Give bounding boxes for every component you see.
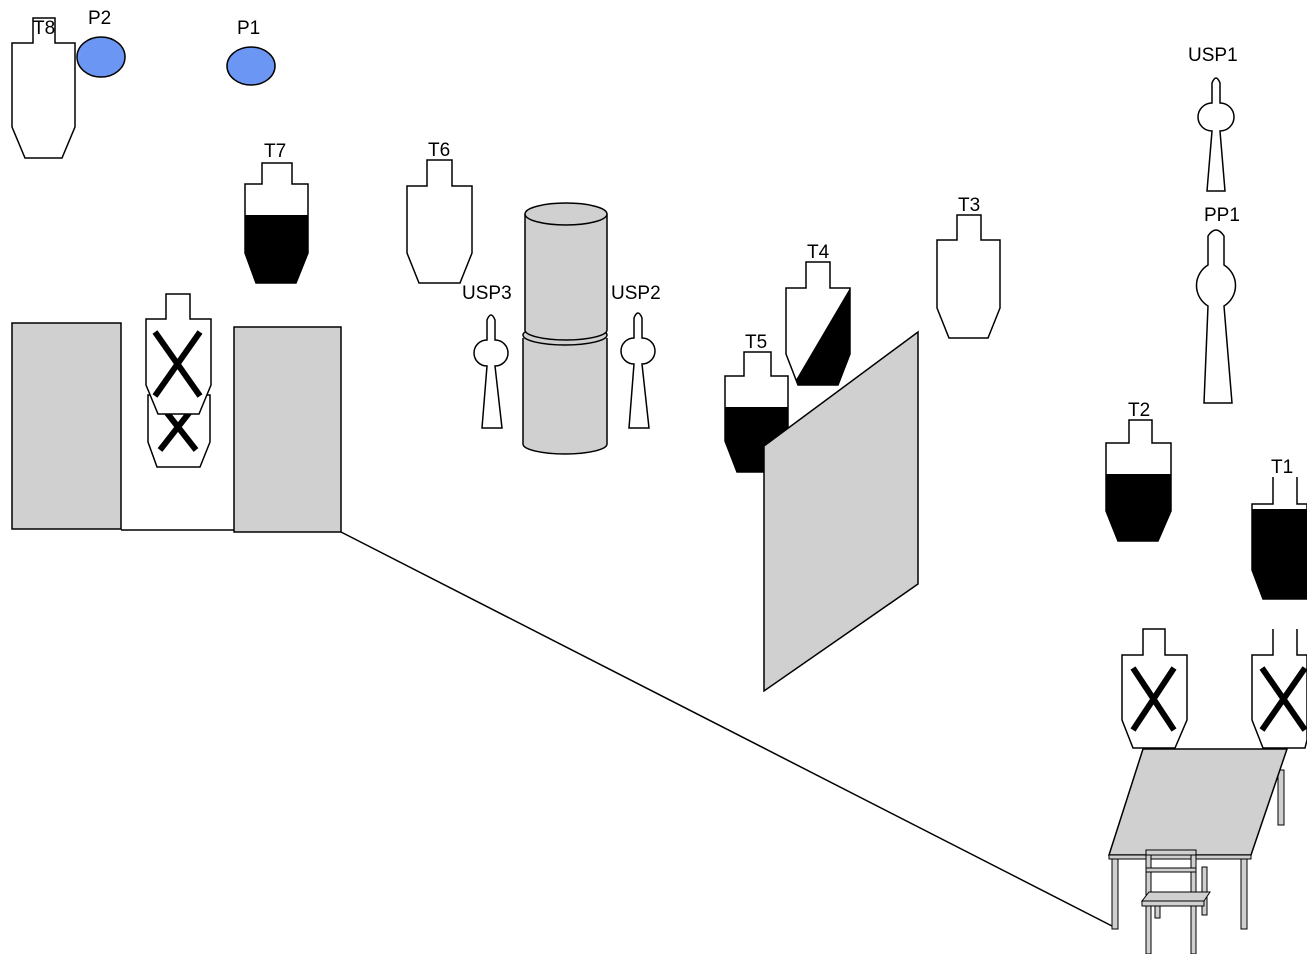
target-t8 — [11, 17, 76, 159]
pepper-popper-pp1 — [1195, 229, 1237, 404]
mini-popper-usp1 — [1197, 77, 1235, 192]
label-t8: T8 — [33, 18, 55, 39]
target-t1 — [1251, 477, 1307, 600]
label-t5: T5 — [745, 332, 767, 353]
label-t2: T2 — [1128, 400, 1150, 421]
label-t3: T3 — [958, 195, 980, 216]
label-usp3: USP3 — [462, 283, 512, 304]
target-t2 — [1105, 419, 1172, 542]
target-t4 — [785, 261, 851, 386]
label-usp1: USP1 — [1188, 45, 1238, 66]
target-t6 — [406, 159, 473, 284]
label-t4: T4 — [807, 242, 830, 263]
no-shoot-upper — [145, 293, 212, 415]
label-p2: P2 — [88, 8, 111, 29]
target-t3 — [936, 214, 1001, 339]
barrier-wall-right — [233, 326, 342, 533]
popper-p1 — [226, 46, 276, 86]
label-t6: T6 — [428, 140, 450, 161]
angled-wall — [763, 330, 919, 693]
popper-p2 — [76, 36, 126, 78]
table — [1107, 748, 1289, 930]
mini-popper-usp2 — [620, 312, 656, 429]
mini-popper-usp3 — [473, 314, 509, 429]
barrel-stack — [522, 202, 608, 455]
label-t7: T7 — [264, 141, 286, 162]
label-t1: T1 — [1271, 457, 1293, 478]
no-shoot-right-1 — [1121, 628, 1188, 749]
no-shoot-right-2 — [1251, 629, 1307, 749]
label-p1: P1 — [237, 18, 260, 39]
label-pp1: PP1 — [1204, 205, 1240, 226]
barrier-wall-left — [11, 322, 122, 530]
fault-line — [340, 531, 1113, 927]
chair — [1140, 849, 1211, 955]
label-usp2: USP2 — [611, 283, 661, 304]
target-t7 — [244, 162, 309, 284]
